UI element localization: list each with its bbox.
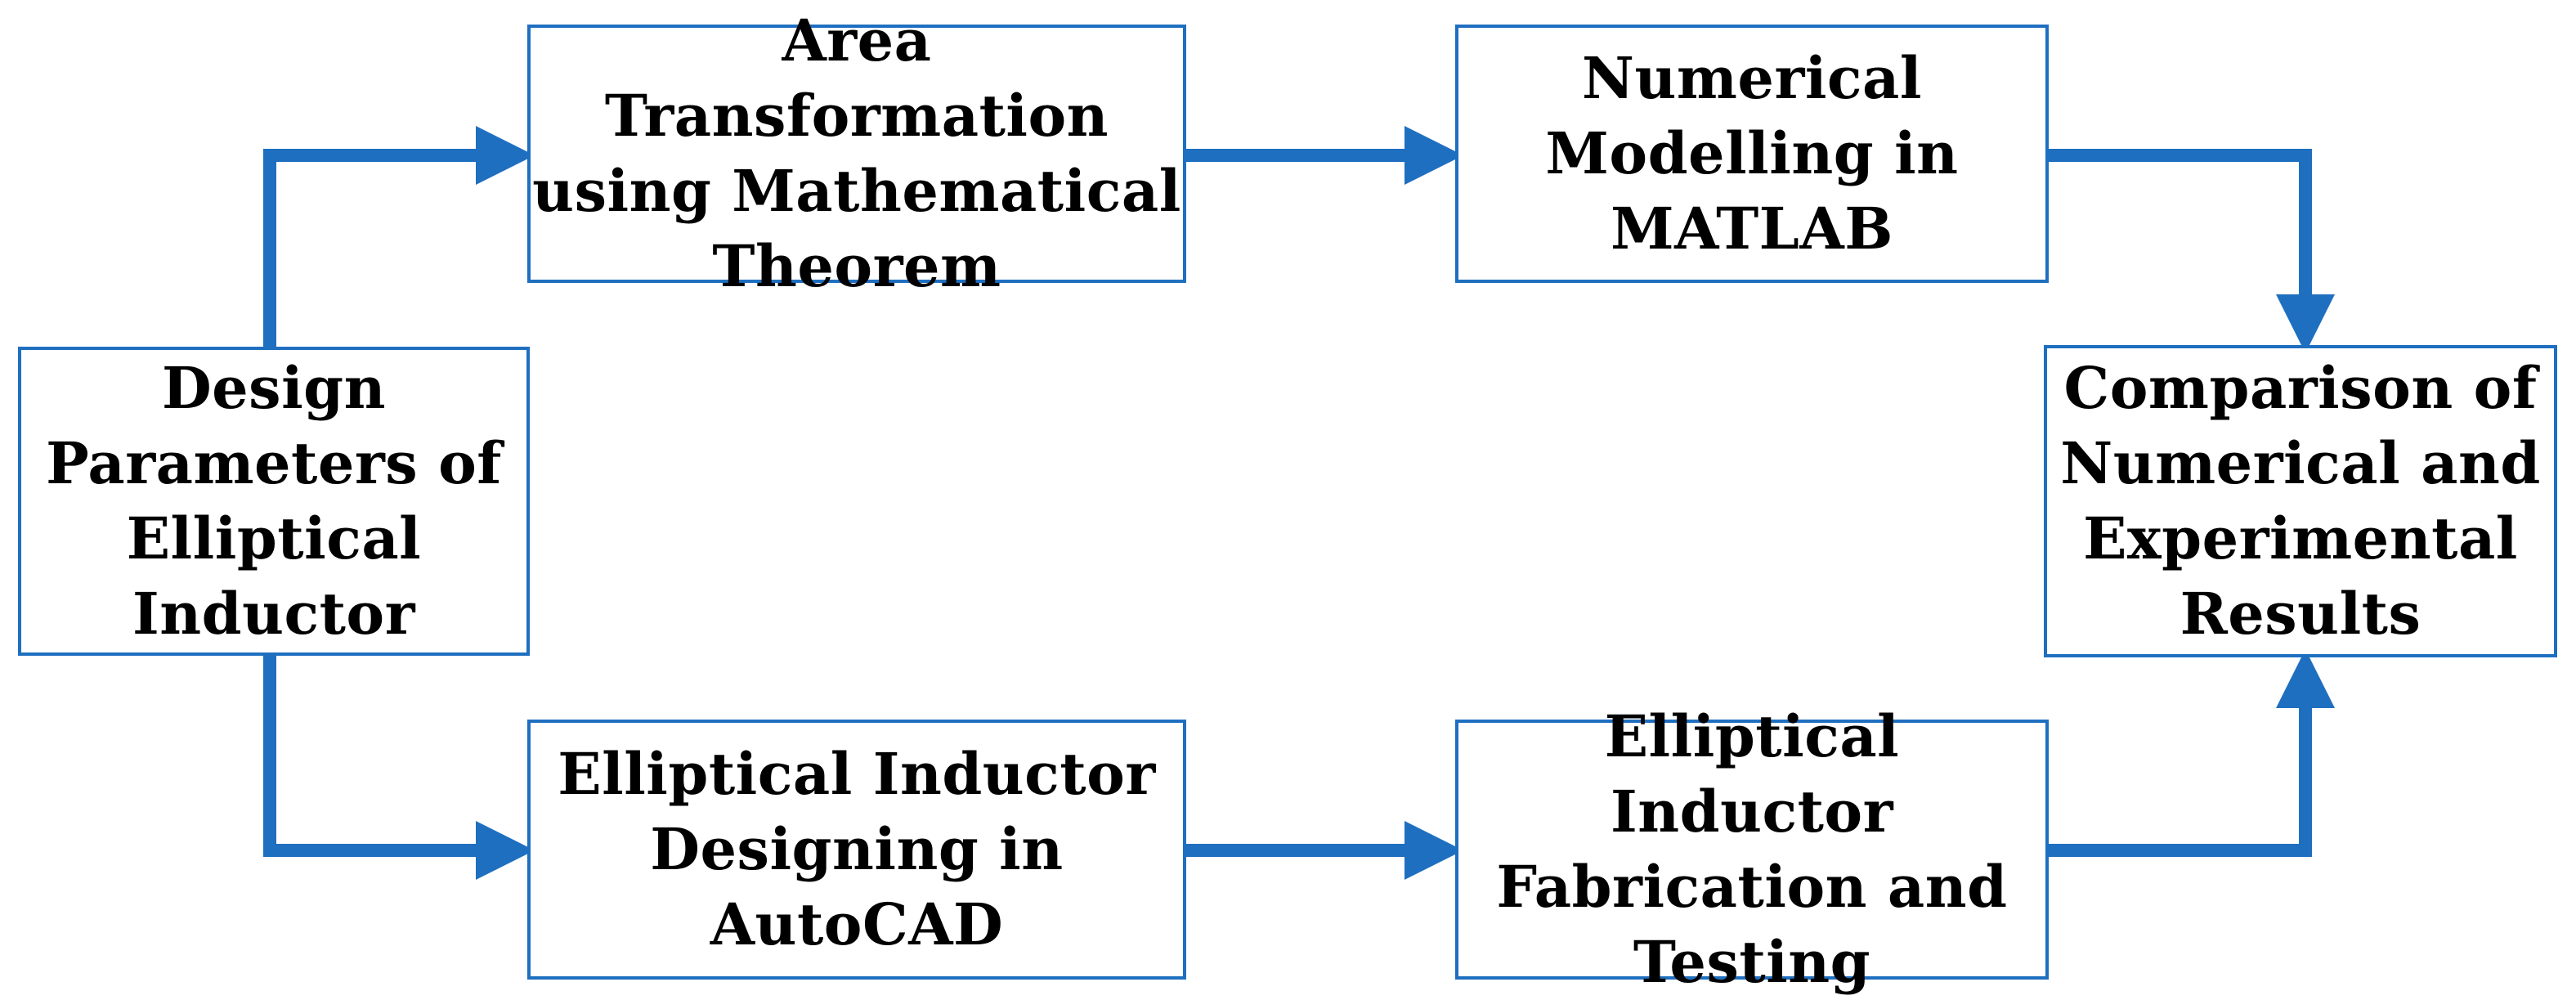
arrow-fabrication-to-compare <box>2049 649 2335 857</box>
node-numerical-modelling: Numerical Modelling in MATLAB <box>1455 25 2049 283</box>
node-area-transformation: Area Transformation using Mathematical T… <box>527 7 1186 300</box>
node-fabrication-testing: Elliptical Inductor Fabrication and Test… <box>1455 702 2049 996</box>
node-design-parameters: Design Parameters of Elliptical Inductor <box>18 347 530 656</box>
arrow-numerical-to-compare <box>2049 149 2335 353</box>
node-autocad-design: Elliptical Inductor Designing in AutoCAD <box>527 720 1186 980</box>
arrow-design-to-area <box>263 126 535 347</box>
arrow-design-to-autocad <box>263 656 535 880</box>
node-comparison-results: Comparison of Numerical and Experimental… <box>2044 345 2557 657</box>
